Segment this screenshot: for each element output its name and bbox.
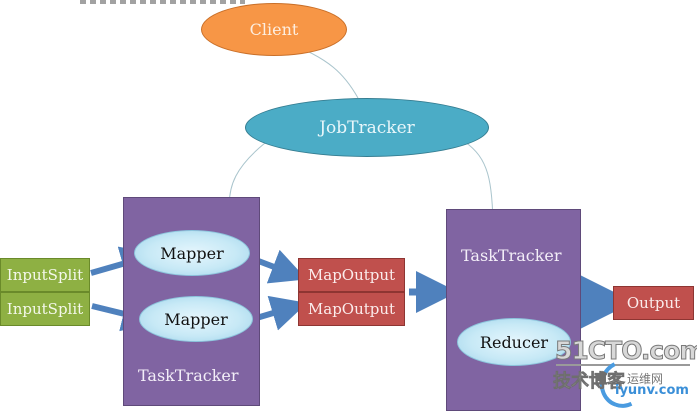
cropped-title-text: [80, 0, 245, 4]
mapper-label: Mapper: [164, 309, 228, 329]
watermark-divider: [556, 364, 690, 366]
inputsplit-label: InputSplit: [6, 300, 84, 318]
map-tasktracker-node: TaskTracker: [123, 197, 260, 406]
watermark-site-cn: 运维网: [627, 372, 664, 386]
inputsplit-node: InputSplit: [0, 292, 90, 326]
watermark-site: iyunv.com: [615, 383, 689, 398]
reducer-node: Reducer: [457, 318, 571, 366]
mapper-node: Mapper: [134, 230, 250, 276]
inputsplit-node: InputSplit: [0, 258, 90, 292]
mapoutput-node: MapOutput: [298, 292, 405, 326]
jobtracker-node: JobTracker: [245, 98, 489, 157]
mapper-label: Mapper: [160, 243, 224, 263]
reducer-label: Reducer: [479, 332, 549, 352]
client-label: Client: [249, 20, 299, 39]
jobtracker-label: JobTracker: [319, 117, 415, 138]
output-node: Output: [613, 286, 694, 320]
watermark-subtitle: 技术博客: [553, 371, 626, 393]
reduce-tasktracker-node: TaskTracker: [446, 209, 581, 411]
mapoutput-node: MapOutput: [298, 258, 405, 292]
output-label: Output: [626, 294, 681, 312]
map-tasktracker-label: TaskTracker: [138, 366, 239, 385]
mapper-node: Mapper: [139, 296, 253, 342]
mapoutput-label: MapOutput: [307, 300, 396, 318]
inputsplit-label: InputSplit: [6, 266, 84, 284]
reduce-tasktracker-label: TaskTracker: [461, 246, 562, 265]
watermark-brand: 51CTO.com: [554, 336, 697, 366]
mapoutput-label: MapOutput: [307, 266, 396, 284]
client-node: Client: [201, 3, 347, 56]
